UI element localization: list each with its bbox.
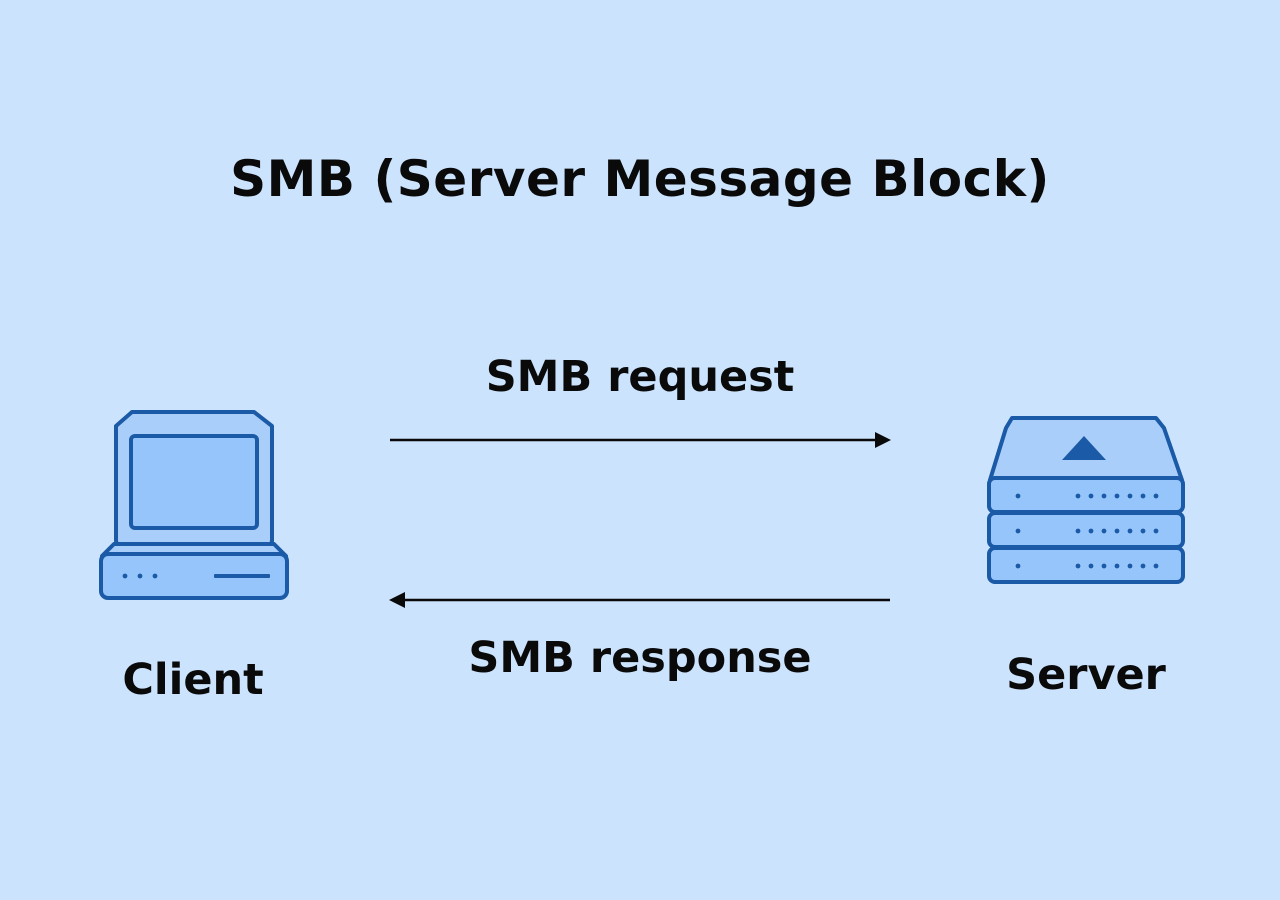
response-arrow: [389, 592, 890, 608]
desktop-computer-icon: [99, 410, 289, 600]
server-stack-icon: [987, 416, 1185, 584]
server-label: Server: [1006, 650, 1166, 700]
request-label: SMB request: [485, 352, 795, 402]
response-label: SMB response: [468, 633, 812, 683]
diagram-title: SMB (Server Message Block): [230, 150, 1050, 208]
request-arrow: [390, 432, 891, 448]
client-label: Client: [122, 655, 264, 705]
